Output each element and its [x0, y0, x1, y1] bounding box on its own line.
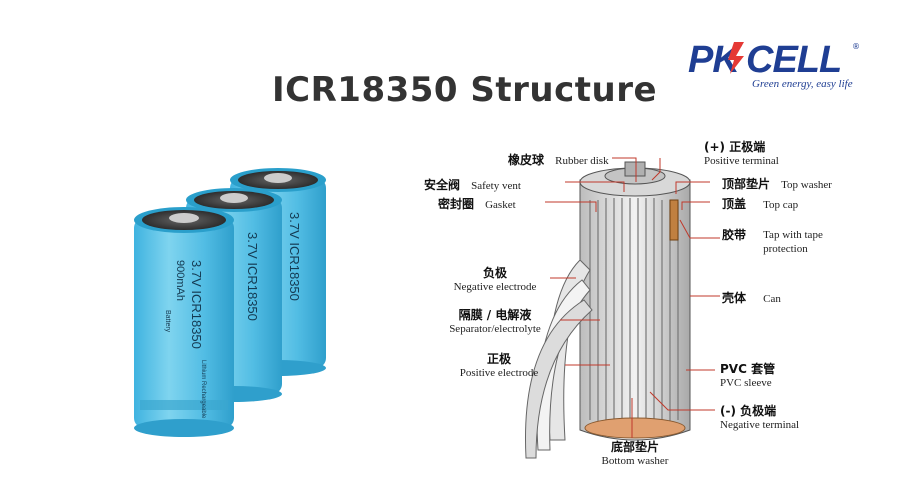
- label-gasket: 密封圈 Gasket: [438, 197, 516, 211]
- logo-slogan: Green energy, easy life: [752, 78, 853, 90]
- label-top-washer: 顶部垫片 Top washer: [722, 177, 832, 191]
- label-negative-terminal: (-) 负极端 Negative terminal: [720, 404, 800, 431]
- battery-front-model: 3.7V ICR18350: [189, 260, 204, 349]
- label-separator: 隔膜 / 电解液 Separator/electrolyte: [449, 308, 541, 335]
- logo-brand: PK CELL: [688, 38, 858, 88]
- battery-front-fineprint: Lithium Rechargeable: [200, 360, 206, 419]
- label-positive-terminal: (+) 正极端 Positive terminal: [704, 140, 779, 167]
- svg-text:CELL: CELL: [746, 39, 841, 80]
- battery-front: [134, 207, 234, 437]
- label-tape: 胶带 Tap with tape protection: [722, 228, 823, 255]
- label-negative-electrode: 负极 Negative electrode: [453, 266, 537, 293]
- registered-mark: ®: [852, 42, 860, 51]
- battery-front-subtitle: Battery: [164, 310, 171, 333]
- cell-cutaway-diagram: [525, 161, 691, 459]
- battery-back-model: 3.7V ICR18350: [287, 212, 302, 301]
- label-rubber-disk: 橡皮球 Rubber disk: [508, 153, 609, 167]
- battery-illustration: 3.7V ICR18350 900mAh Battery Lithium Rec…: [134, 168, 326, 437]
- label-positive-electrode: 正极 Positive electrode: [459, 352, 539, 379]
- label-safety-vent: 安全阀 Safety vent: [424, 178, 521, 192]
- label-bottom-washer: 底部垫片 Bottom washer: [601, 440, 669, 467]
- battery-middle-model: 3.7V ICR18350: [245, 232, 260, 321]
- label-pvc-sleeve: PVC 套管 PVC sleeve: [720, 362, 776, 389]
- brand-logo-icon: PK CELL: [688, 39, 842, 81]
- pkcell-logo: PK CELL ® Green energy, easy life: [688, 38, 860, 98]
- label-top-cap: 顶盖 Top cap: [722, 197, 799, 211]
- battery-front-capacity: 900mAh: [174, 260, 186, 301]
- page-title: ICR18350 Structure: [272, 70, 658, 110]
- label-can: 壳体 Can: [722, 291, 781, 305]
